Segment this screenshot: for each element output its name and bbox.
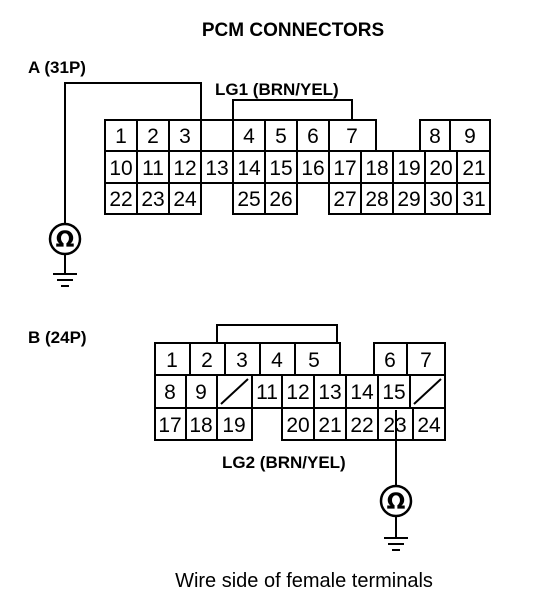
connector-b-pin-numbers: 1 2 3 4 5 6 7 8 9 11 12 13 14 15 17 18 1… xyxy=(158,349,442,437)
pin-a-27 xyxy=(328,182,362,215)
diagram-caption: Wire side of female terminals xyxy=(175,570,433,592)
pin-a-28 xyxy=(360,182,394,215)
pin-a-label: 19 xyxy=(397,157,420,180)
pin-a-label: 16 xyxy=(301,157,324,180)
pin-b-24 xyxy=(412,407,446,441)
pin-a-label: 1 xyxy=(115,125,127,148)
pin-b-15 xyxy=(377,374,411,409)
connector-a-label: A (31P) xyxy=(28,58,86,77)
pin-a-12 xyxy=(168,150,202,184)
pin-b-label: 8 xyxy=(164,381,176,404)
pin-a-label: 14 xyxy=(237,157,261,180)
pin-a-label: 13 xyxy=(205,157,228,180)
pin-b-label: 2 xyxy=(201,349,213,372)
pin-b-label: 21 xyxy=(318,414,341,437)
pin-b-label: 24 xyxy=(417,414,441,437)
pin-b-label: 17 xyxy=(158,414,181,437)
pin-a-17 xyxy=(328,150,362,184)
pin-a-26 xyxy=(264,182,298,215)
pin-a-31 xyxy=(456,182,491,215)
pin-a-29 xyxy=(392,182,426,215)
pin-b-label: 7 xyxy=(420,349,432,372)
connector-b-wire-label: LG2 (BRN/YEL) xyxy=(222,453,346,472)
pin-b-19 xyxy=(216,407,253,441)
blank-slot-slash-icon xyxy=(220,378,249,405)
pin-a-24 xyxy=(168,182,202,215)
pin-b-label: 11 xyxy=(256,381,278,404)
pin-a-label: 9 xyxy=(464,125,476,148)
connector-b-label: B (24P) xyxy=(28,328,87,347)
pin-b-8 xyxy=(154,374,187,409)
pin-a-label: 31 xyxy=(462,188,485,211)
pin-a-label: 6 xyxy=(307,125,319,148)
ohm-icon: Ω xyxy=(56,228,75,253)
pin-b-label: 22 xyxy=(350,414,373,437)
ohmmeter-a: Ω xyxy=(48,222,82,287)
pin-a-label: 2 xyxy=(147,125,159,148)
pin-a-30 xyxy=(424,182,458,215)
connector-a-wire-label: LG1 (BRN/YEL) xyxy=(215,80,339,99)
pin-b-17 xyxy=(154,407,187,441)
pin-a-label: 7 xyxy=(346,125,358,148)
pin-b-11 xyxy=(251,374,283,409)
pin-a-label: 3 xyxy=(179,125,191,148)
pin-a-22 xyxy=(104,182,138,215)
pin-b-label: 12 xyxy=(286,381,309,404)
pin-a-label: 11 xyxy=(142,157,164,180)
ohm-icon: Ω xyxy=(387,490,406,515)
pin-a-label: 24 xyxy=(173,188,197,211)
pin-a-8 xyxy=(419,119,451,152)
connector-b-jumper-wire xyxy=(216,324,338,343)
pin-b-label: 1 xyxy=(166,349,178,372)
blank-slot-slash-icon xyxy=(413,378,442,405)
pin-b-18 xyxy=(185,407,218,441)
pin-b-22 xyxy=(345,407,379,441)
pin-a-16 xyxy=(296,150,330,184)
connector-a-body xyxy=(104,119,491,215)
pin-b-label: 5 xyxy=(308,349,320,372)
connector-a-jumper-wire xyxy=(232,99,353,120)
pin-b-6 xyxy=(373,342,408,376)
pin-a-label: 21 xyxy=(462,157,485,180)
pin-a-label: 20 xyxy=(429,157,452,180)
diagram-title: PCM CONNECTORS xyxy=(202,20,384,41)
pin-a-label: 18 xyxy=(365,157,388,180)
pin-a-11 xyxy=(136,150,170,184)
pin-b-21 xyxy=(313,407,347,441)
pin-a-label: 12 xyxy=(173,157,196,180)
pin-b-label: 9 xyxy=(195,381,207,404)
pin-a-label: 23 xyxy=(141,188,164,211)
pin-b-label: 13 xyxy=(318,381,341,404)
pin-a-20 xyxy=(424,150,458,184)
connector-a-pin-numbers: 1 2 3 4 5 6 7 8 9 10 11 12 13 14 15 16 1… xyxy=(109,125,485,211)
pin-a-gap-3-4 xyxy=(200,119,234,152)
pin-b-20 xyxy=(281,407,315,441)
pin-b-label: 3 xyxy=(236,349,248,372)
pin-a-label: 29 xyxy=(397,188,420,211)
ohmmeter-b: Ω xyxy=(379,484,413,551)
pin-a-label: 27 xyxy=(333,188,356,211)
pin-b-label: 6 xyxy=(384,349,396,372)
pin-b-label: 4 xyxy=(271,349,283,372)
pin-a-label: 25 xyxy=(237,188,260,211)
pin-b-label: 14 xyxy=(350,381,374,404)
pin-a-label: 8 xyxy=(429,125,441,148)
pin-a-label: 30 xyxy=(429,188,452,211)
pin-a-label: 15 xyxy=(269,157,292,180)
pin-a-label: 28 xyxy=(365,188,388,211)
pin-b-label: 15 xyxy=(382,381,405,404)
pin-a-label: 10 xyxy=(109,157,132,180)
pin-a-label: 4 xyxy=(243,125,255,148)
pin-a-label: 17 xyxy=(333,157,356,180)
pin-b-label: 18 xyxy=(189,414,212,437)
pin-b-label: 19 xyxy=(222,414,245,437)
pin-b-label: 20 xyxy=(286,414,309,437)
connector-a-probe-wire xyxy=(64,82,202,224)
pin-a-13 xyxy=(200,150,234,184)
pin-a-label: 26 xyxy=(269,188,292,211)
pin-a-label: 22 xyxy=(109,188,132,211)
pin-b-5 xyxy=(294,342,341,376)
pin-a-label: 5 xyxy=(275,125,287,148)
